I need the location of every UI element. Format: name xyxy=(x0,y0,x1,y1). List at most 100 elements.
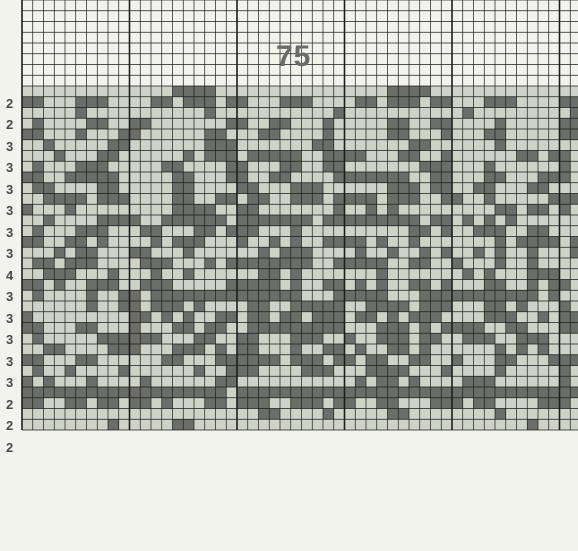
stitch-cell xyxy=(108,172,119,183)
stitch-cell xyxy=(484,312,495,323)
stitch-cell xyxy=(527,269,538,280)
stitch-cell xyxy=(506,312,517,323)
stitch-cell xyxy=(130,290,141,301)
stitch-cell xyxy=(140,376,151,387)
stitch-cell xyxy=(420,86,431,97)
stitch-cell xyxy=(420,312,431,323)
stitch-cell xyxy=(87,172,98,183)
stitch-cell xyxy=(162,258,173,269)
stitch-cell xyxy=(398,409,409,420)
stitch-cell xyxy=(97,97,108,108)
stitch-cell xyxy=(44,140,55,151)
stitch-cell xyxy=(259,258,270,269)
stitch-cell xyxy=(474,183,485,194)
stitch-cell xyxy=(441,280,452,291)
stitch-cell xyxy=(237,333,248,344)
stitch-cell xyxy=(484,183,495,194)
stitch-cell xyxy=(22,387,33,398)
stitch-cell xyxy=(226,118,237,129)
stitch-cell xyxy=(237,204,248,215)
stitch-cell xyxy=(216,312,227,323)
stitch-cell xyxy=(420,333,431,344)
stitch-cell xyxy=(205,97,216,108)
stitch-cell xyxy=(527,237,538,248)
stitch-cell xyxy=(388,204,399,215)
stitch-cell xyxy=(194,97,205,108)
stitch-cell xyxy=(248,301,259,312)
stitch-cell xyxy=(226,161,237,172)
stitch-cell xyxy=(162,387,173,398)
stitch-cell xyxy=(560,398,571,409)
stitch-cell xyxy=(151,301,162,312)
stitch-cell xyxy=(151,226,162,237)
stitch-cell xyxy=(140,312,151,323)
stitch-cell xyxy=(377,258,388,269)
stitch-cell xyxy=(345,172,356,183)
stitch-cell xyxy=(248,183,259,194)
stitch-cell xyxy=(495,280,506,291)
stitch-cell xyxy=(345,258,356,269)
stitch-cell xyxy=(140,226,151,237)
stitch-cell xyxy=(312,398,323,409)
stitch-cell xyxy=(259,301,270,312)
stitch-cell xyxy=(549,172,560,183)
stitch-cell xyxy=(441,161,452,172)
stitch-cell xyxy=(388,215,399,226)
stitch-cell xyxy=(226,194,237,205)
stitch-cell xyxy=(140,333,151,344)
stitch-cell xyxy=(226,258,237,269)
stitch-cell xyxy=(560,301,571,312)
stitch-cell xyxy=(345,398,356,409)
stitch-cell xyxy=(388,409,399,420)
stitch-cell xyxy=(54,269,65,280)
stitch-cell xyxy=(248,204,259,215)
stitch-cell xyxy=(388,398,399,409)
row-count-label: 2 xyxy=(6,439,20,456)
stitch-cell xyxy=(119,194,130,205)
stitch-cell xyxy=(323,215,334,226)
stitch-cell xyxy=(420,280,431,291)
stitch-cell xyxy=(398,333,409,344)
stitch-cell xyxy=(97,151,108,162)
stitch-cell xyxy=(366,290,377,301)
stitch-cell xyxy=(237,172,248,183)
stitch-cell xyxy=(538,226,549,237)
stitch-cell xyxy=(119,333,130,344)
stitch-cell xyxy=(237,398,248,409)
stitch-cell xyxy=(291,247,302,258)
stitch-cell xyxy=(205,204,216,215)
stitch-cell xyxy=(355,215,366,226)
stitch-cell xyxy=(323,140,334,151)
stitch-cell xyxy=(345,333,356,344)
stitch-cell xyxy=(237,280,248,291)
stitch-cell xyxy=(377,387,388,398)
stitch-cell xyxy=(560,151,571,162)
stitch-cell xyxy=(302,183,313,194)
stitch-cell xyxy=(560,387,571,398)
stitch-cell xyxy=(495,140,506,151)
stitch-cell xyxy=(527,247,538,258)
stitch-cell xyxy=(377,355,388,366)
stitch-cell xyxy=(302,366,313,377)
stitch-cell xyxy=(33,290,44,301)
stitch-cell xyxy=(44,376,55,387)
stitch-cell xyxy=(409,312,420,323)
stitch-cell xyxy=(570,237,578,248)
stitch-cell xyxy=(248,344,259,355)
stitch-cell xyxy=(248,290,259,301)
stitch-cell xyxy=(388,376,399,387)
stitch-cell xyxy=(484,398,495,409)
stitch-cell xyxy=(259,151,270,162)
stitch-cell xyxy=(216,194,227,205)
stitch-cell xyxy=(173,172,184,183)
stitch-cell xyxy=(226,97,237,108)
stitch-cell xyxy=(259,269,270,280)
stitch-cell xyxy=(119,344,130,355)
stitch-cell xyxy=(33,398,44,409)
stitch-cell xyxy=(151,290,162,301)
stitch-cell xyxy=(366,97,377,108)
row-count-label: 2 xyxy=(6,95,20,112)
row-count-label: 3 xyxy=(6,331,20,348)
stitch-cell xyxy=(538,237,549,248)
stitch-cell xyxy=(87,226,98,237)
